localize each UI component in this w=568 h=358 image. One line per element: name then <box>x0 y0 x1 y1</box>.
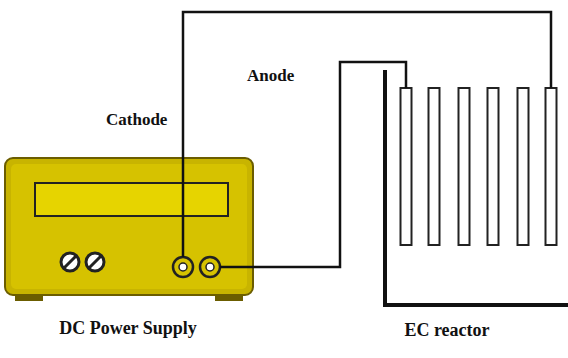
dc-power-supply-device <box>5 158 253 301</box>
electrode-plate <box>546 88 557 245</box>
device-label: DC Power Supply <box>59 318 197 339</box>
wire-label: Anode <box>247 66 294 86</box>
device-label: EC reactor <box>404 320 489 341</box>
knob-mark <box>64 256 76 268</box>
electrode-plate <box>459 88 470 245</box>
device-face <box>11 164 247 289</box>
terminal <box>200 257 220 277</box>
device-node: DC Power Supply <box>5 158 255 350</box>
electrode-plate <box>518 88 529 245</box>
electrode-plate <box>488 88 499 245</box>
terminal-hole <box>179 263 187 271</box>
ec-reactor-vessel <box>385 70 568 305</box>
device-body <box>5 158 253 295</box>
knob-mark <box>89 256 101 268</box>
knob <box>86 253 104 271</box>
wire <box>183 12 551 257</box>
electrode-plate <box>429 88 440 245</box>
device-display <box>35 183 228 216</box>
wire <box>220 62 406 267</box>
wire-label: Cathode <box>106 110 167 130</box>
reactor-wall <box>385 70 568 305</box>
terminal <box>173 257 193 277</box>
electrode-plate <box>401 88 412 245</box>
device-node: EC reactor <box>380 70 568 350</box>
knob <box>61 253 79 271</box>
terminal-hole <box>206 263 214 271</box>
